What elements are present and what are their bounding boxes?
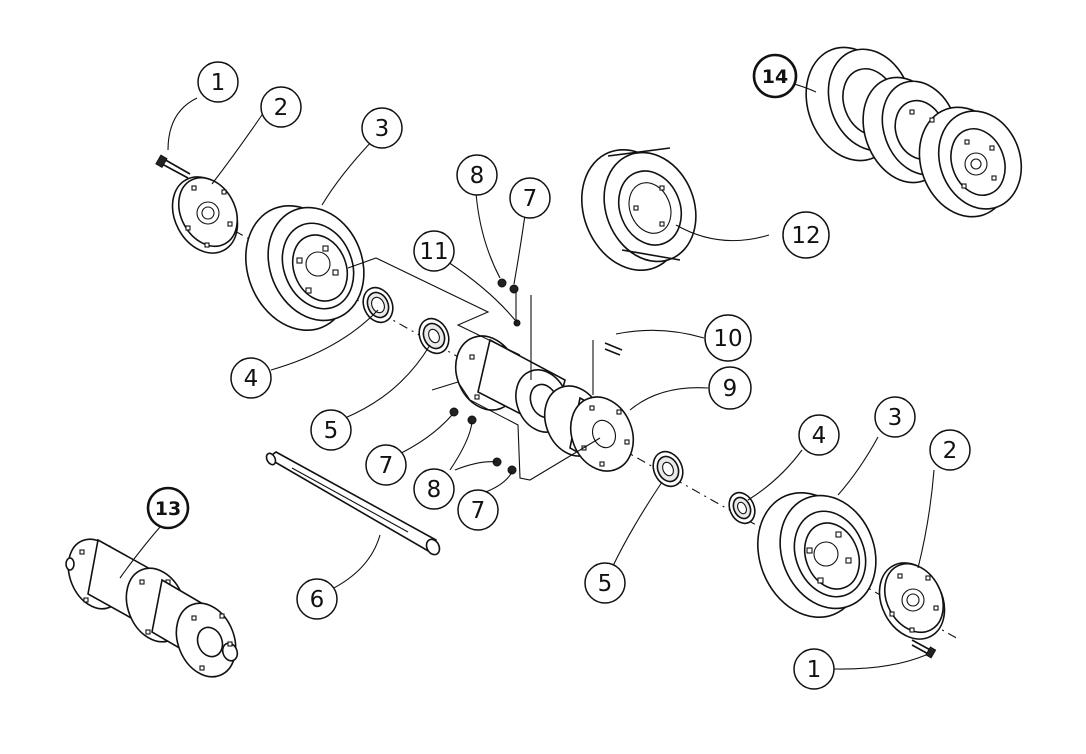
callout-label: 4 xyxy=(244,366,259,392)
callout-2-right: 2 xyxy=(929,429,971,471)
callout-10: 10 xyxy=(704,314,752,362)
callout-label: 14 xyxy=(762,66,788,88)
callout-2-top: 2 xyxy=(260,86,302,128)
assembled-roller-part-14 xyxy=(805,46,1023,218)
callout-13: 13 xyxy=(146,486,190,530)
bolt-part-1-bottom xyxy=(911,639,937,659)
pin-part-10 xyxy=(592,340,623,395)
callout-3-right: 3 xyxy=(874,396,916,438)
callout-11: 11 xyxy=(413,230,455,272)
hub-assembly-part-13 xyxy=(65,538,239,678)
fasteners-upper xyxy=(497,278,532,380)
callout-label: 11 xyxy=(419,239,448,265)
callout-4-left: 4 xyxy=(230,357,272,399)
callout-12: 12 xyxy=(782,211,830,259)
callout-label: 1 xyxy=(211,70,226,96)
callout-label: 2 xyxy=(274,95,289,121)
callout-label: 8 xyxy=(470,163,485,189)
callout-9: 9 xyxy=(708,366,752,410)
callout-label: 3 xyxy=(888,405,903,431)
callout-label: 4 xyxy=(812,423,827,449)
bearing-race-part-5-left xyxy=(418,317,450,355)
callout-14: 14 xyxy=(752,53,798,99)
callout-7-bottom: 7 xyxy=(457,489,499,531)
callout-label: 6 xyxy=(310,587,325,613)
bearing-race-part-5-right xyxy=(652,450,684,488)
bearing-part-4-left xyxy=(362,286,394,324)
callout-8-bottom: 8 xyxy=(413,468,455,510)
callout-label: 2 xyxy=(943,438,958,464)
callout-label: 13 xyxy=(155,498,181,520)
bolt-part-1-top xyxy=(155,154,191,179)
callout-label: 7 xyxy=(471,498,486,524)
hub-phantom-outline xyxy=(347,257,601,481)
callout-7-top: 7 xyxy=(509,177,551,219)
flange-plate-part-2-right xyxy=(878,562,946,640)
callout-label: 1 xyxy=(807,657,822,683)
callout-label: 5 xyxy=(324,418,339,444)
callout-3-top: 3 xyxy=(361,107,403,149)
callout-label: 5 xyxy=(598,571,613,597)
callout-8-top: 8 xyxy=(456,154,498,196)
callout-label: 9 xyxy=(723,376,738,402)
callout-label: 7 xyxy=(379,453,394,479)
callout-label: 8 xyxy=(427,477,442,503)
callout-1-top: 1 xyxy=(197,61,239,103)
callout-label: 10 xyxy=(713,326,742,352)
split-tire-part-12 xyxy=(580,147,697,272)
callout-label: 3 xyxy=(375,116,390,142)
wheel-part-3-right xyxy=(757,491,877,619)
callout-6: 6 xyxy=(296,578,338,620)
bearing-part-4-right xyxy=(728,491,756,525)
callout-7-left: 7 xyxy=(365,444,407,486)
fasteners-lower xyxy=(449,407,517,475)
callout-1-bottom: 1 xyxy=(793,648,835,690)
wheel-part-3-top xyxy=(245,204,365,332)
axle-shaft-part-6 xyxy=(265,451,441,556)
hub-part-9 xyxy=(454,335,635,472)
callout-4-right: 4 xyxy=(798,414,840,456)
leader-lines xyxy=(119,76,935,670)
callout-label: 7 xyxy=(523,186,538,212)
callout-5-right: 5 xyxy=(584,562,626,604)
callout-label: 12 xyxy=(791,223,820,249)
callout-5-left: 5 xyxy=(310,409,352,451)
flange-plate-part-2-top xyxy=(171,176,239,254)
